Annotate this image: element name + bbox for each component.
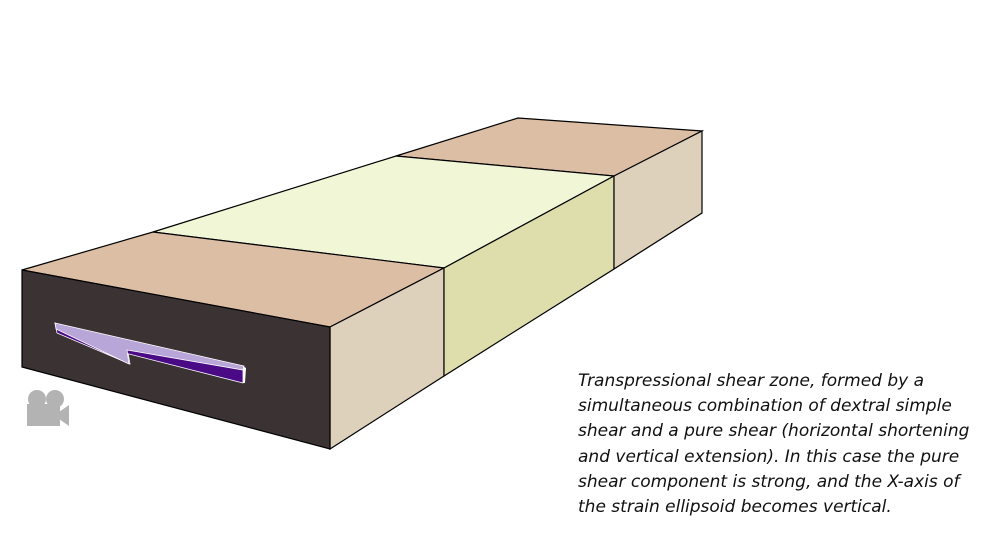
figure-caption: Transpressional shear zone, formed by a … [578, 371, 970, 518]
block-side-far [613, 130, 703, 271]
dextral-shear-arrow-icon [54, 322, 246, 384]
movie-camera-icon[interactable] [27, 390, 69, 426]
